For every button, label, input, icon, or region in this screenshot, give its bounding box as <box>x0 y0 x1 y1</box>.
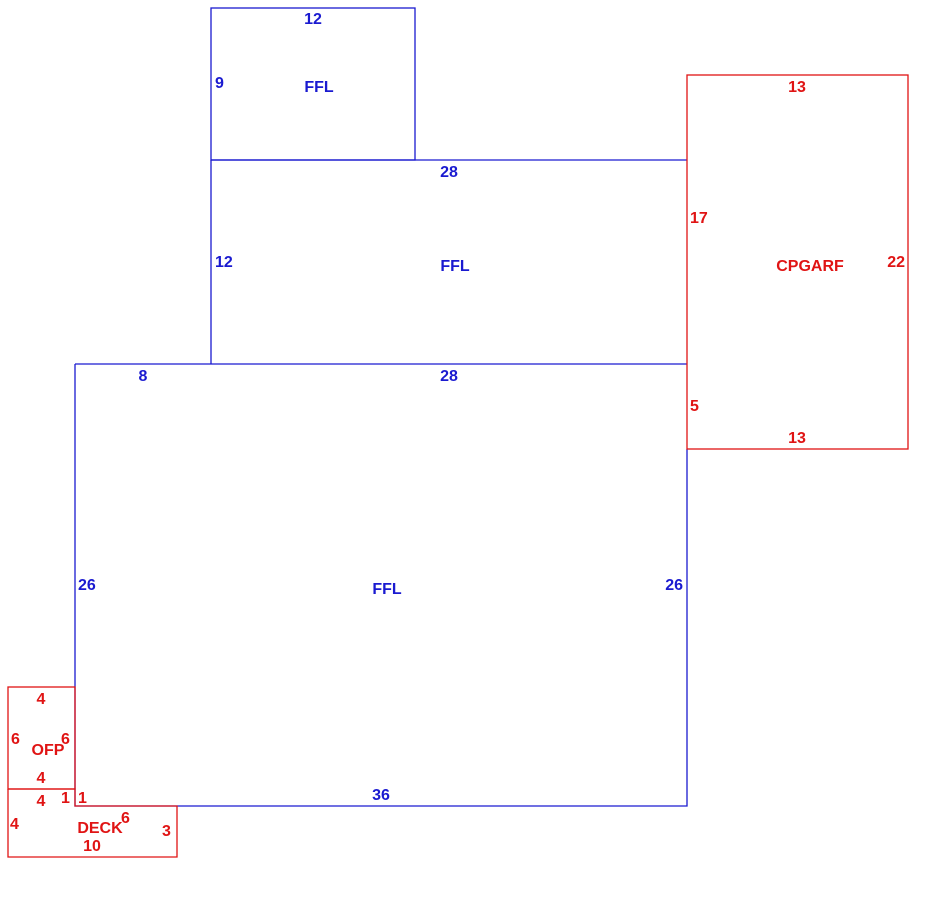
deck-outline <box>7 788 178 858</box>
ffl-main-dim-right: 26 <box>665 577 683 594</box>
ffl-main-label: FFL <box>372 581 402 598</box>
deck-dim-top-b: 1 <box>78 790 87 807</box>
cpgarf-area: 13 17 CPGARF 22 5 13 <box>686 74 909 450</box>
cpgarf-outline <box>686 74 909 450</box>
deck-dim-left: 4 <box>10 816 19 833</box>
ofp-area: 4 6 OFP 6 4 <box>7 686 76 790</box>
ffl-main-dim-bottom: 36 <box>372 787 390 804</box>
deck-dim-bottom: 10 <box>83 838 101 855</box>
deck-dim-inner: 6 <box>121 810 130 827</box>
ffl-main-dim-top-left: 8 <box>139 368 148 385</box>
ofp-dim-top: 4 <box>37 691 46 708</box>
deck-dim-top: 4 <box>37 793 46 810</box>
ffl-mid-dim-left: 12 <box>215 254 233 271</box>
ffl-top-area: 12 9 FFL <box>210 7 416 161</box>
cpgarf-dim-bottom: 13 <box>788 430 806 447</box>
cpgarf-dim-left-lower: 5 <box>690 398 699 415</box>
ffl-main-dim-top: 28 <box>440 368 458 385</box>
ffl-top-dim-left: 9 <box>215 75 224 92</box>
ofp-dim-bottom: 4 <box>37 770 46 787</box>
ffl-top-label: FFL <box>304 79 334 96</box>
ffl-mid-dim-top: 28 <box>440 164 458 181</box>
deck-dim-top-a: 1 <box>61 790 70 807</box>
ofp-label: OFP <box>32 742 65 759</box>
ofp-dim-right: 6 <box>61 731 70 748</box>
cpgarf-dim-left-upper: 17 <box>690 210 708 227</box>
deck-area: 4 1 1 4 DECK 6 3 10 <box>7 788 178 858</box>
ffl-top-dim-top: 12 <box>304 11 322 28</box>
ffl-mid-area: 28 12 FFL <box>210 159 687 364</box>
cpgarf-dim-right: 22 <box>887 254 905 271</box>
ffl-main-dim-left: 26 <box>78 577 96 594</box>
cpgarf-dim-top: 13 <box>788 79 806 96</box>
ffl-main-outline <box>74 364 688 807</box>
deck-dim-right: 3 <box>162 823 171 840</box>
ffl-mid-label: FFL <box>440 258 470 275</box>
ofp-dim-left: 6 <box>11 731 20 748</box>
cpgarf-label: CPGARF <box>776 258 844 275</box>
deck-label: DECK <box>77 820 123 837</box>
ffl-main-area: 8 28 26 26 FFL 36 <box>74 363 688 807</box>
